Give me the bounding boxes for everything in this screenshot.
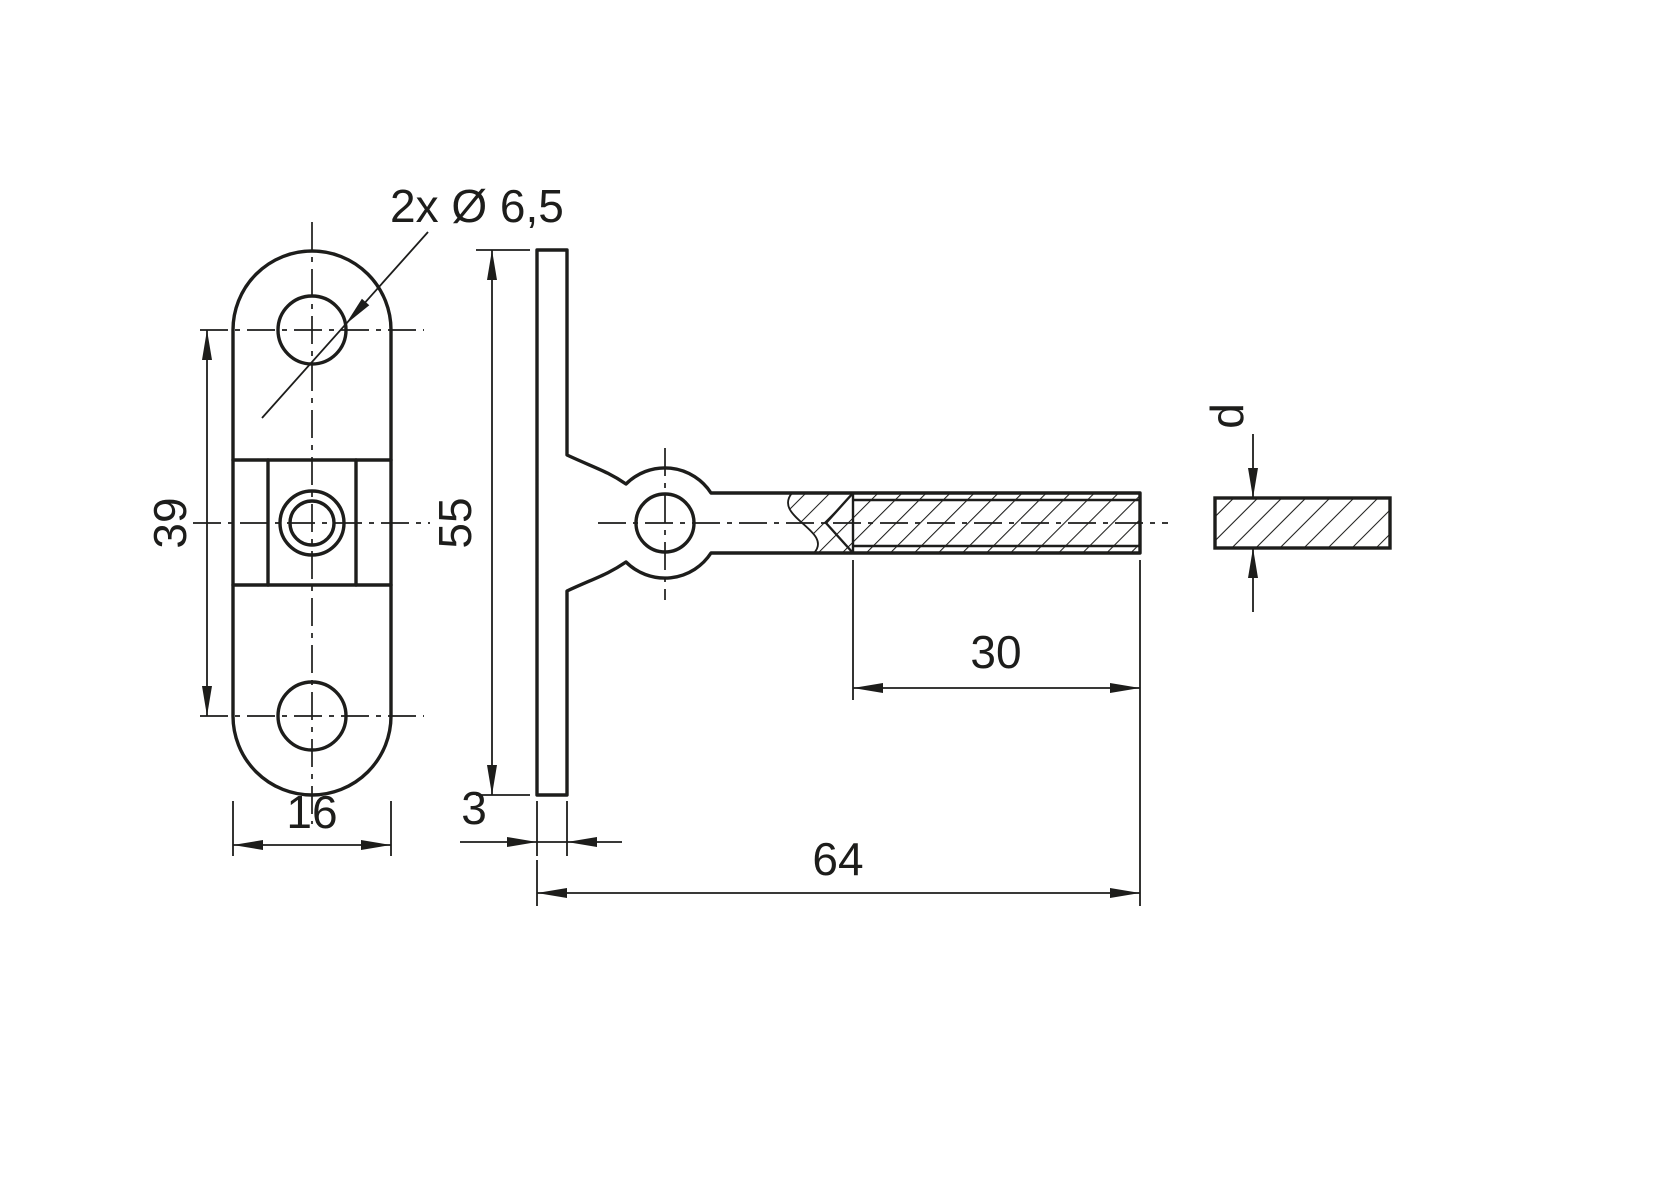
dim3-label: 3 — [461, 782, 487, 834]
dim55-arrow-top — [487, 250, 497, 280]
front-view-centerlines — [193, 222, 430, 824]
dim-plate-height: 55 — [429, 249, 530, 796]
dim39-arrow-bottom — [202, 686, 212, 716]
dim-plate-thickness: 3 — [460, 782, 622, 856]
side-view-centerlines — [598, 448, 1168, 600]
dimd-arrow-bottom — [1248, 548, 1258, 578]
dim30-arrow-right — [1110, 683, 1140, 693]
dim64-arrow-right — [1110, 888, 1140, 898]
dim39-label: 39 — [144, 497, 196, 548]
dim16-arrow-right — [361, 840, 391, 850]
dim30-arrow-left — [853, 683, 883, 693]
dim55-arrow-bottom — [487, 765, 497, 795]
dim64-arrow-left — [537, 888, 567, 898]
dim-hole-callout: 2x Ø 6,5 — [261, 180, 564, 419]
dim-total-length: 64 — [536, 560, 1141, 906]
dim-thread-length: 30 — [852, 560, 1140, 700]
thread-runout-upper — [825, 492, 854, 524]
dim16-label: 16 — [286, 786, 337, 838]
dim30-label: 30 — [970, 626, 1021, 678]
dim16-arrow-left — [233, 840, 263, 850]
material-section-bar — [1213, 496, 1392, 550]
dim39-arrow-top — [202, 330, 212, 360]
dimd-label: d — [1201, 403, 1253, 429]
hole-callout-label: 2x Ø 6,5 — [390, 180, 564, 232]
hole-callout-leader-line — [261, 231, 429, 419]
dim-material-thickness: d — [1201, 403, 1258, 612]
dim3-arrow-right — [567, 837, 597, 847]
material-section-view — [1213, 496, 1392, 550]
dim-hole-spacing: 39 — [144, 330, 212, 716]
dim64-label: 64 — [812, 833, 863, 885]
dimd-arrow-top — [1248, 468, 1258, 498]
dim3-arrow-left — [507, 837, 537, 847]
dim-plate-width: 16 — [232, 786, 392, 856]
thread-runout-lower — [825, 522, 854, 554]
hole-callout-arrowhead — [345, 298, 370, 325]
dim55-label: 55 — [429, 497, 481, 548]
